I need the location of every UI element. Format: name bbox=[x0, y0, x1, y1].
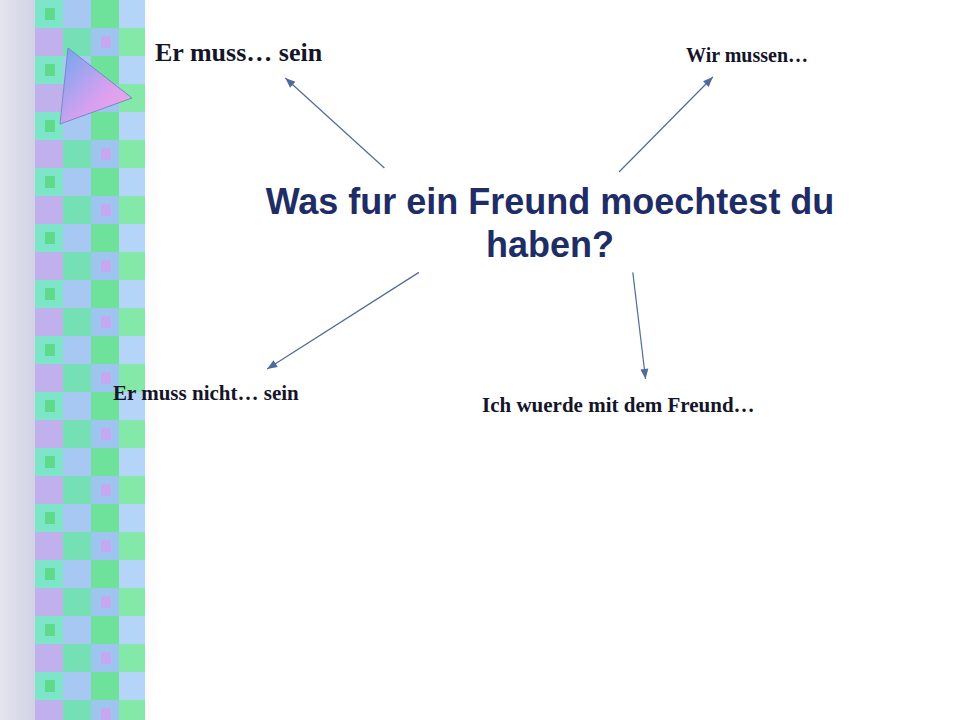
node-text: Er muss… sein bbox=[155, 38, 322, 68]
connector-line bbox=[619, 77, 713, 172]
connector-line bbox=[633, 272, 646, 379]
arrow-head bbox=[640, 369, 648, 379]
node-text: Ich wuerde mit dem Freund… bbox=[482, 393, 755, 418]
node-text: Was fur ein Freund moechtest du haben? bbox=[205, 180, 895, 266]
arrow-connector bbox=[619, 77, 713, 172]
node-text: Er muss nicht… sein bbox=[113, 381, 299, 406]
prompt-text: Ich wuerde mit dem Freund… bbox=[482, 393, 755, 418]
prompt-text: Er muss nicht… sein bbox=[113, 381, 299, 406]
arrow-head bbox=[267, 360, 278, 369]
connector-line bbox=[267, 272, 419, 369]
node-text: Wir mussen… bbox=[686, 44, 808, 67]
connector-line bbox=[285, 78, 384, 168]
prompt-text: Er muss… sein bbox=[155, 38, 322, 68]
arrow-head bbox=[285, 78, 295, 88]
central-question: Was fur ein Freund moechtest du haben? bbox=[205, 180, 895, 266]
arrow-connector bbox=[633, 272, 649, 379]
arrow-connector bbox=[267, 272, 419, 369]
arrow-connector bbox=[285, 78, 384, 168]
prompt-text: Wir mussen… bbox=[686, 44, 808, 67]
arrow-head bbox=[703, 77, 713, 87]
